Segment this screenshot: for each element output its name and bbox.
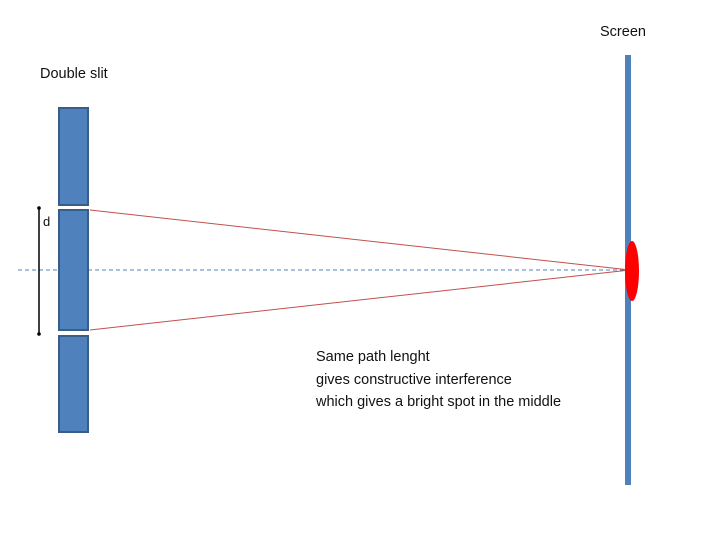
barrier-bottom bbox=[58, 335, 89, 433]
separation-end-bottom bbox=[37, 332, 41, 336]
barrier-middle bbox=[58, 209, 89, 331]
separation-label: d bbox=[43, 214, 51, 229]
screen-label: Screen bbox=[600, 24, 646, 40]
ray-top bbox=[89, 209, 631, 271]
bright-spot bbox=[625, 241, 639, 301]
separation-end-top bbox=[37, 206, 41, 210]
caption-line-1: Same path lenght bbox=[316, 349, 430, 365]
caption-line-2: gives constructive interference bbox=[316, 372, 512, 388]
caption-line-3: which gives a bright spot in the middle bbox=[316, 394, 562, 410]
barrier-top bbox=[58, 107, 89, 206]
ray-bottom bbox=[89, 269, 631, 331]
double-slit-label: Double slit bbox=[40, 66, 108, 82]
